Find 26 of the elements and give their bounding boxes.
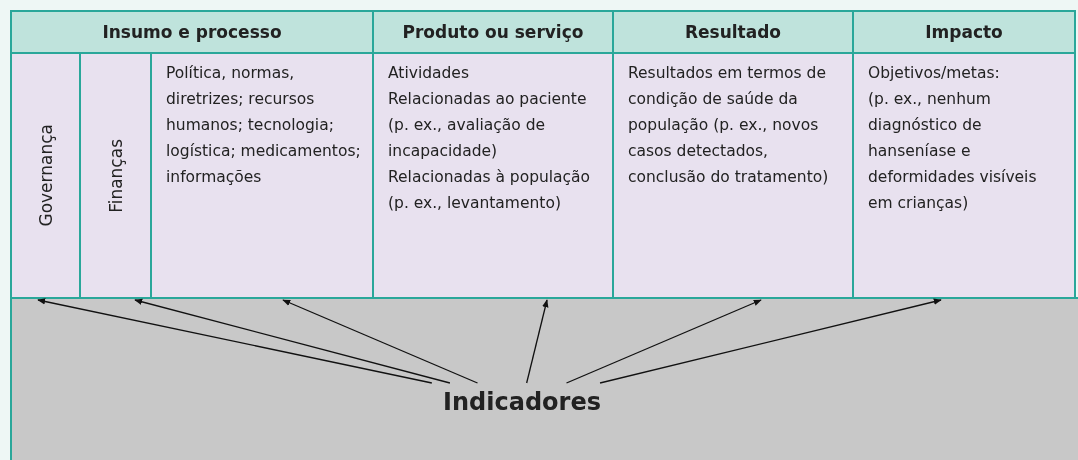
cell-text: Atividades	[388, 63, 470, 84]
arrow	[37, 298, 433, 384]
arrow	[526, 299, 549, 384]
table-cell	[79, 52, 152, 299]
column-header: Produto ou serviço	[372, 10, 614, 54]
table-cell	[372, 52, 614, 299]
cell-text: Relacionadas ao paciente (p. ex., avaliação de incapacidade)	[388, 89, 588, 162]
table-cell	[10, 52, 81, 299]
column-header: Resultado	[612, 10, 854, 54]
arrow	[565, 299, 762, 384]
arrow	[282, 299, 479, 384]
cell-text: Relacionadas à população (p. ex., levantamento)	[388, 167, 592, 214]
indicator-label: Indicadores	[418, 383, 626, 421]
row-label: Finanças	[105, 138, 126, 213]
column-header: Insumo e processo	[10, 10, 374, 54]
cell-text: (p. ex., nenhum diagnóstico de hanseníase e deformidades visíveis em crianças)	[868, 89, 1038, 214]
table-cell	[150, 52, 374, 299]
row-label: Governança	[35, 124, 56, 227]
cell-text: Política, normas, diretrizes; recursos humanos; tecnologia; logística; medicamentos; informações	[166, 63, 362, 188]
table-cell	[612, 52, 854, 299]
arrow	[599, 298, 942, 384]
table-cell	[852, 52, 1076, 299]
cell-text: Resultados em termos de condição de saúde da população (p. ex., novos casos detectados, conclusão do tratamento)	[628, 63, 830, 188]
arrow	[134, 298, 451, 384]
cell-text: Objetivos/metas:	[868, 63, 1001, 84]
column-header: Impacto	[852, 10, 1076, 54]
